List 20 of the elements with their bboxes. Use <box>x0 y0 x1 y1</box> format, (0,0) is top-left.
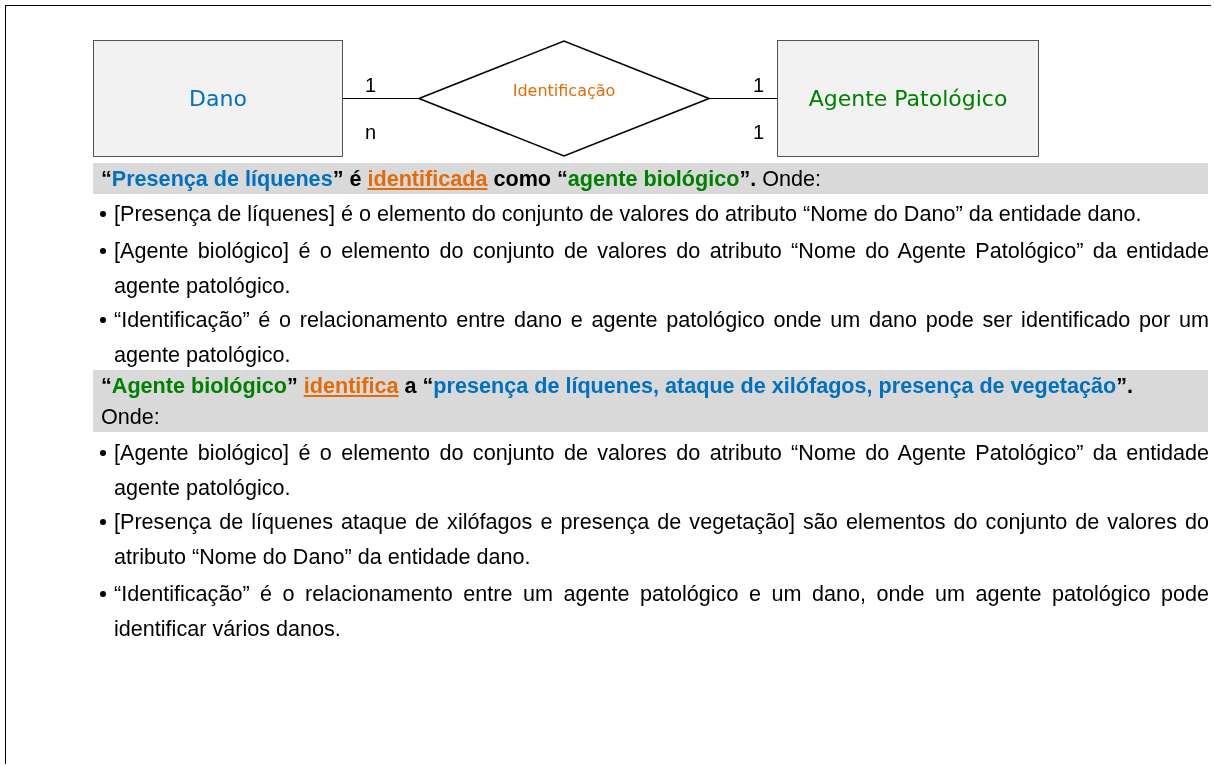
cardinality-label: 1 <box>753 121 765 144</box>
bullet-text: “Identificação” é o relacionamento entre dano e agente patológico onde um dano pode ser identificado por um agente patológico. <box>114 307 1209 367</box>
entity-name: Agente Patológico <box>808 86 1008 111</box>
cardinality-label: 1 <box>753 74 765 97</box>
relationship-diamond <box>418 40 710 157</box>
statement-heading: “Presença de líquenes” é identificada como “agente biológico”. Onde: <box>93 163 1208 194</box>
entity-name: Dano <box>189 86 247 111</box>
bullet-text: [Presença de líquenes] é o elemento do conjunto de valores do atributo “Nome do Dano” da entidade dano. <box>114 201 1142 226</box>
entity-box <box>93 40 343 157</box>
bullet-text: [Agente biológico] é o elemento do conjunto de valores do atributo “Nome do Agente Patológico” da entidade agente patológico. <box>114 440 1209 500</box>
entity-box <box>777 40 1039 157</box>
bullet-text: [Agente biológico] é o elemento do conjunto de valores do atributo “Nome do Agente Patológico” da entidade agente patológico. <box>114 238 1209 298</box>
bullet-text: “Identificação” é o relacionamento entre um agente patológico e um dano, onde um agente patológico pode identificar vários danos. <box>114 581 1209 641</box>
connector-line <box>342 97 419 100</box>
relationship-name: Identificação <box>512 81 616 100</box>
connector-line <box>709 97 778 100</box>
cardinality-label: 1 <box>365 74 377 97</box>
bullet-text: [Presença de líquenes ataque de xilófagos e presença de vegetação] são elementos do conjunto de valores do atributo “Nome do Dano” da entidade dano. <box>114 509 1209 569</box>
cardinality-label: n <box>365 121 377 144</box>
statement-heading: “Agente biológico” identifica a “presença de líquenes, ataque de xilófagos, presença de vegetação”. Onde: <box>93 370 1208 432</box>
